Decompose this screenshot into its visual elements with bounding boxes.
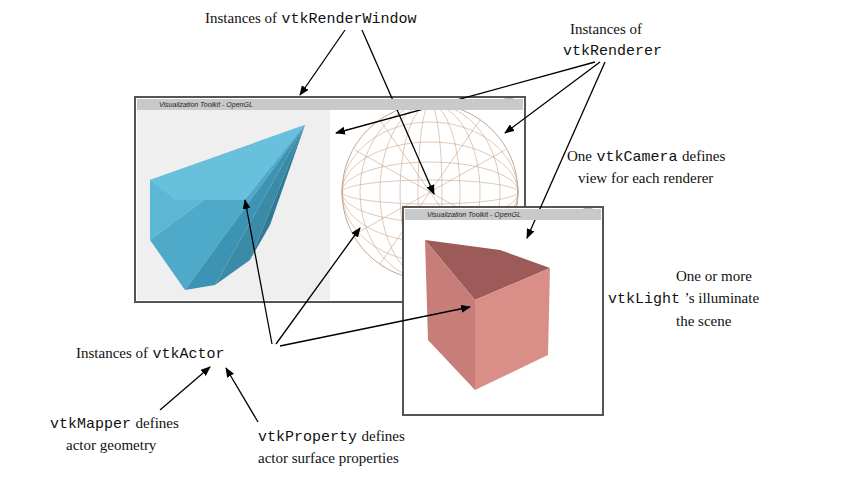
annotation-text: Instances of [570, 21, 642, 37]
label-line: vtkRenderer [563, 41, 662, 61]
label-line: view for each renderer [578, 169, 713, 187]
label-line: vtkProperty defines [258, 427, 405, 447]
label-line: the scene [676, 312, 731, 330]
label-line: Instances of vtkActor [76, 344, 225, 364]
label-line: One or more [676, 267, 752, 285]
annotation-text: defines [136, 415, 179, 431]
annotation-text: One or more [676, 268, 752, 284]
class-name: vtkRenderer [563, 43, 662, 60]
annotation-text: view for each renderer [578, 170, 713, 186]
class-name: vtkProperty [258, 429, 357, 446]
label-line: actor geometry [66, 436, 156, 454]
class-name: vtkCamera [597, 149, 678, 166]
class-name: vtkActor [153, 346, 225, 363]
title-bar: Visualization Toolkit - OpenGL [405, 209, 601, 220]
render-window-frame [403, 207, 603, 415]
window-title: Visualization Toolkit - OpenGL [427, 209, 521, 220]
render-window: Visualization Toolkit - OpenGL [403, 207, 603, 415]
cone-actor [150, 125, 305, 290]
label-line: Instances of [570, 20, 642, 38]
annotation-text: Instances of [76, 345, 148, 361]
label-line: Instances of vtkRenderWindow [205, 9, 417, 29]
window-title: Visualization Toolkit - OpenGL [159, 99, 253, 110]
annotation-text: One [567, 148, 592, 164]
class-name: vtkRenderWindow [282, 11, 417, 28]
annotation-text: defines [362, 428, 405, 444]
class-name: vtkMapper [50, 416, 131, 433]
annotation-text: defines [682, 148, 725, 164]
leader-arrows [160, 30, 605, 422]
label-line: vtkLight ’s illuminate [608, 289, 759, 309]
title-bar: Visualization Toolkit - OpenGL [137, 99, 523, 110]
annotation-text: actor geometry [66, 437, 156, 453]
cube-actor [425, 240, 550, 390]
class-name: vtkLight [608, 291, 680, 308]
label-line: One vtkCameradefines [567, 147, 725, 167]
renderer-viewport [137, 110, 330, 300]
annotation-text: ’s illuminate [685, 290, 760, 306]
annotation-text: Instances of [205, 10, 277, 26]
label-line: actor surface properties [258, 449, 399, 467]
annotation-text: the scene [676, 313, 731, 329]
render-window: Visualization Toolkit - OpenGL [135, 97, 525, 302]
annotation-text: actor surface properties [258, 450, 399, 466]
label-line: vtkMapper defines [50, 414, 179, 434]
